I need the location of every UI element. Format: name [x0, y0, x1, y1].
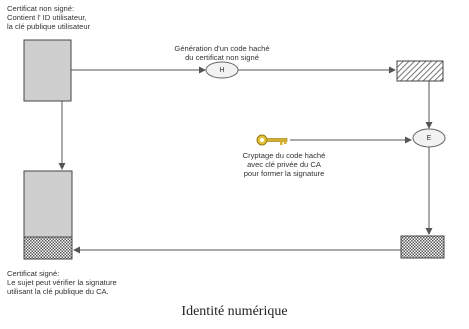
unsigned-certificate-box: [23, 39, 72, 102]
encryption-label-line-2: avec clé privée du CA: [247, 160, 321, 169]
hash-node-label: H: [219, 67, 225, 74]
signature-box: [400, 235, 445, 259]
hash-generation-label: Génération d'un code haché du certificat…: [154, 44, 290, 62]
unsigned-certificate-label: Certificat non signé: Contient l' ID uti…: [7, 4, 90, 31]
encryption-label: Cryptage du code haché avec clé privée d…: [210, 151, 358, 178]
encryption-label-line-1: Cryptage du code haché: [242, 151, 326, 160]
encryption-label-line-3: pour former la signature: [243, 169, 325, 178]
signed-certificate-label-line-2: Le sujet peut vérifier la signature: [7, 278, 117, 287]
key-icon: [256, 134, 288, 146]
encrypt-node-label: E: [426, 135, 432, 142]
signed-certificate-label: Certificat signé: Le sujet peut vérifier…: [7, 269, 117, 296]
unsigned-certificate-label-line-1: Certificat non signé:: [7, 4, 75, 13]
signed-certificate-label-line-3: utilisant la clé publique du CA.: [7, 287, 109, 296]
hash-generation-label-line-2: du certificat non signé: [185, 53, 259, 62]
signed-certificate-label-line-1: Certificat signé:: [7, 269, 60, 278]
signed-certificate-signature: [23, 236, 73, 260]
unsigned-certificate-label-line-2: Contient l' ID utilisateur,: [7, 13, 87, 22]
figure-caption: Identité numérique: [181, 304, 288, 319]
hash-generation-label-line-1: Génération d'un code haché: [174, 44, 270, 53]
signed-certificate-body: [23, 170, 73, 238]
hash-digest-box: [396, 60, 444, 82]
unsigned-certificate-label-line-3: la clé publique utilisateur: [7, 22, 91, 31]
